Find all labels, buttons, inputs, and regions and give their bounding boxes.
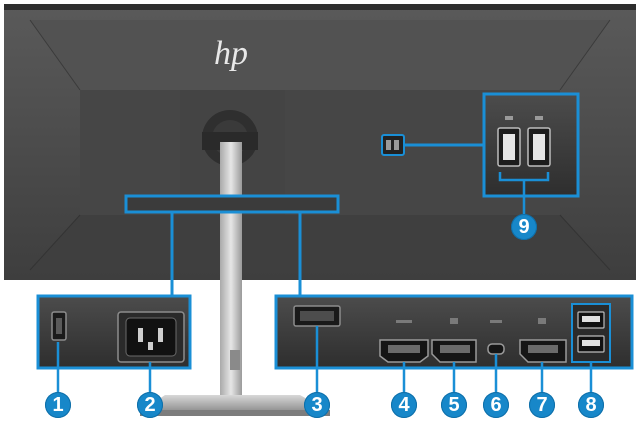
- inset-rear-ports: [274, 294, 634, 392]
- callout-8: 8: [578, 392, 604, 418]
- callout-1: 1: [45, 392, 71, 418]
- callout-3: 3: [304, 392, 330, 418]
- callout-2: 2: [137, 392, 163, 418]
- inset-power-lock: [36, 294, 192, 392]
- body-usb-ports: [381, 134, 484, 156]
- callout-4: 4: [391, 392, 417, 418]
- callout-5: 5: [441, 392, 467, 418]
- hp-logo: hp: [214, 35, 248, 72]
- hp-logo-text: hp: [214, 35, 248, 72]
- callout-7: 7: [529, 392, 555, 418]
- callout-6: 6: [483, 392, 509, 418]
- callout-9: 9: [511, 214, 537, 240]
- inset-usb-downstream: [482, 92, 580, 214]
- connector-bracket: [124, 194, 340, 296]
- usb-c-port: [487, 343, 505, 355]
